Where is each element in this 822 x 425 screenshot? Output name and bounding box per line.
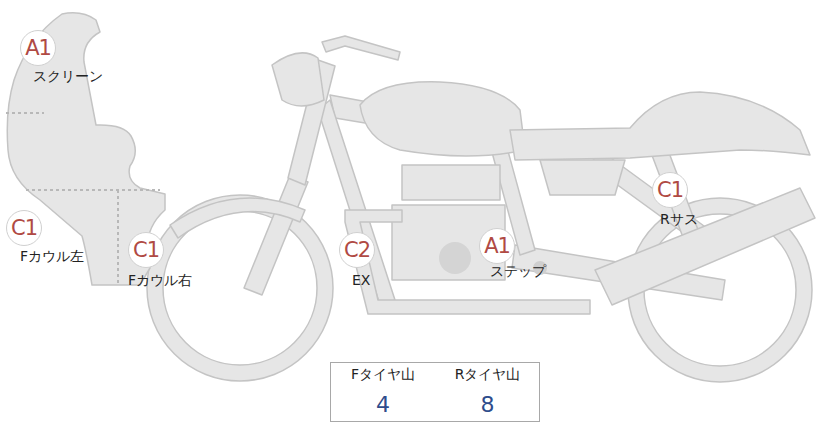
table-header: Rタイヤ山 [455,366,521,384]
part-name: スクリーン [33,68,103,85]
rear-shock [650,150,700,240]
side-cover [540,160,625,195]
part-name: Fカウル左 [20,248,84,265]
callout-node: C1Rサス [652,172,688,208]
cowl-split-line [6,112,44,114]
callout-circle: A1 [20,30,56,66]
callout-number: C1 [133,240,159,261]
callout-number: C2 [344,240,370,261]
callout-circle: C1 [652,172,688,208]
callout-circle: C2 [339,232,375,268]
seat [510,92,810,160]
callout-number: A1 [484,236,510,257]
headlight [272,53,324,106]
callout-number: C1 [657,180,683,201]
table-cell: 8 [436,387,539,421]
callout-number: A1 [25,38,51,59]
front-fork [244,175,308,295]
callout-number: C1 [11,218,37,239]
part-name: Rサス [660,211,698,228]
part-name: ステップ [490,263,546,280]
fuel-tank [360,82,525,156]
table-cell: 4 [331,387,435,421]
callout-node: C1Fカウル右 [128,232,164,268]
callout-node: C2EX [339,232,375,268]
table-value: 4 [376,392,390,417]
callout-circle: C1 [128,232,164,268]
cowl-split-line [26,189,160,191]
engine-cover [439,242,471,274]
table-value: 8 [481,392,495,417]
part-name: EX [352,272,370,289]
table-header: Fタイヤ山 [351,366,415,384]
table-cell: Rタイヤ山 [436,363,539,386]
callout-node: A1スクリーン [20,30,56,66]
handlebar [322,36,400,60]
callout-node: C1Fカウル左 [6,210,42,246]
engine-cylinder [402,165,500,200]
cowl-split-line [117,190,119,284]
tire-table: Fタイヤ山 Rタイヤ山 4 8 [330,362,540,422]
callout-circle: A1 [479,228,515,264]
callout-circle: C1 [6,210,42,246]
front-fender [170,198,305,238]
exhaust-pipe [345,210,590,314]
callout-node: A1ステップ [479,228,515,264]
muffler [595,188,815,305]
part-name: Fカウル右 [128,272,192,289]
table-cell: Fタイヤ山 [331,363,435,386]
